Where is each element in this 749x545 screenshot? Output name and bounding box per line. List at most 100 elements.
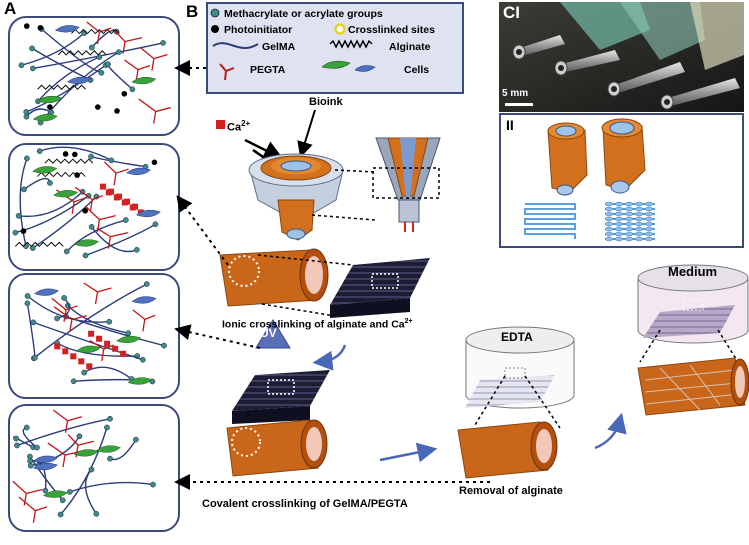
photoinitiator [23, 23, 30, 29]
methacrylate-group [24, 293, 31, 299]
methacrylate-group [34, 444, 40, 451]
filament-bead [625, 226, 633, 232]
cell [42, 490, 68, 498]
filament-bead [635, 201, 643, 207]
ca-icon [216, 120, 225, 129]
legend-gelma: GelMA [262, 41, 296, 53]
alginate-strand [44, 158, 94, 164]
tube-uv [226, 419, 328, 477]
methacrylate-group [70, 378, 77, 385]
nozzle-2 [554, 50, 620, 76]
photoinitiator-icon [211, 25, 219, 33]
methacrylate-group [13, 435, 19, 442]
methacrylate-group [54, 315, 60, 322]
photoinitiator [94, 104, 101, 110]
cell [37, 95, 63, 104]
filament-bead [605, 211, 613, 217]
legend-alginate: Alginate [389, 41, 431, 53]
cell [54, 25, 80, 33]
cell [34, 288, 60, 296]
scale-bar-label: 5 mm [502, 88, 529, 99]
methacrylate-group [160, 40, 166, 46]
pegta-strand [18, 496, 48, 523]
methacrylate-group [88, 466, 95, 473]
filament-bead [645, 216, 653, 222]
ca-charge: 2+ [241, 119, 251, 128]
methacrylate-group [133, 436, 139, 443]
methacrylate-group [122, 217, 129, 223]
filament-bead [635, 211, 643, 217]
hollow-filament-pattern-thin [524, 203, 576, 239]
filament-bead [635, 231, 643, 237]
filament-bead [635, 236, 643, 242]
coaxial-nozzle-large [601, 118, 646, 194]
methacrylate-group [66, 489, 73, 495]
filament-bead [635, 206, 643, 212]
ca-crosslink [121, 199, 128, 206]
methacrylate-group [115, 49, 122, 55]
methacrylate-group [12, 229, 19, 236]
filament-bead [625, 231, 633, 237]
photoinitiator [114, 108, 120, 114]
gelma-strand [21, 32, 85, 66]
cells-icon [321, 60, 376, 72]
scaffold-dark-2 [232, 370, 330, 424]
methacrylate-group [14, 442, 20, 449]
methacrylate-group [152, 221, 159, 228]
uv-triangle [255, 319, 291, 349]
photoinitiator [47, 104, 53, 110]
cell [75, 345, 101, 353]
crosslinked-site-icon [334, 23, 346, 35]
gelma-strand [37, 56, 100, 102]
ionic-text: Ionic crosslinking of alginate and Ca [222, 318, 405, 331]
alginate-strand-icon [329, 39, 373, 49]
pegta-strand [138, 98, 171, 124]
cell [33, 455, 59, 463]
filament-bead [615, 201, 623, 207]
medium-dish [637, 264, 749, 344]
scale-bar [505, 103, 533, 106]
ca-crosslink [62, 348, 69, 355]
filament-bead [625, 221, 633, 227]
cell [66, 76, 92, 85]
panel-label-ci: CI [503, 3, 520, 22]
edta-label: EDTA [501, 330, 533, 344]
filament-bead [645, 236, 653, 242]
methacrylate-group [23, 113, 30, 120]
ionic-to-uv-arrow [312, 344, 347, 371]
cell [73, 449, 99, 457]
pegta-strand [53, 409, 83, 433]
medium-label: Medium [668, 264, 718, 279]
methacrylate-group [106, 318, 113, 325]
methacrylate-group [57, 511, 64, 518]
pegta-strand [53, 306, 87, 332]
pegta-strand [132, 309, 156, 332]
uv-label: UV [260, 326, 277, 340]
filament-bead [645, 226, 653, 232]
filament-bead [625, 236, 633, 242]
network-box-bioink [8, 16, 180, 136]
tube-matured [637, 357, 749, 416]
photoinitiator [72, 151, 78, 158]
methacrylate-group [29, 45, 35, 52]
filament-bead [615, 236, 623, 242]
photoinitiator [82, 207, 88, 214]
ionic-charge: 2+ [404, 318, 413, 325]
filament-bead [615, 226, 623, 232]
legend-photoinitiator: Photoinitiator [224, 24, 293, 36]
gelma-strand [33, 321, 144, 361]
methacrylate-group [140, 356, 146, 363]
covalent-crosslinking-label: Covalent crosslinking of GelMA/PEGTA [202, 498, 408, 510]
pegta-strand [12, 480, 43, 506]
gelma-strand [32, 196, 97, 249]
ca-crosslink [129, 204, 136, 211]
filament [524, 203, 576, 239]
ca-crosslink [100, 183, 107, 190]
pegta-strand [139, 47, 168, 71]
ca-crosslink [96, 335, 103, 342]
